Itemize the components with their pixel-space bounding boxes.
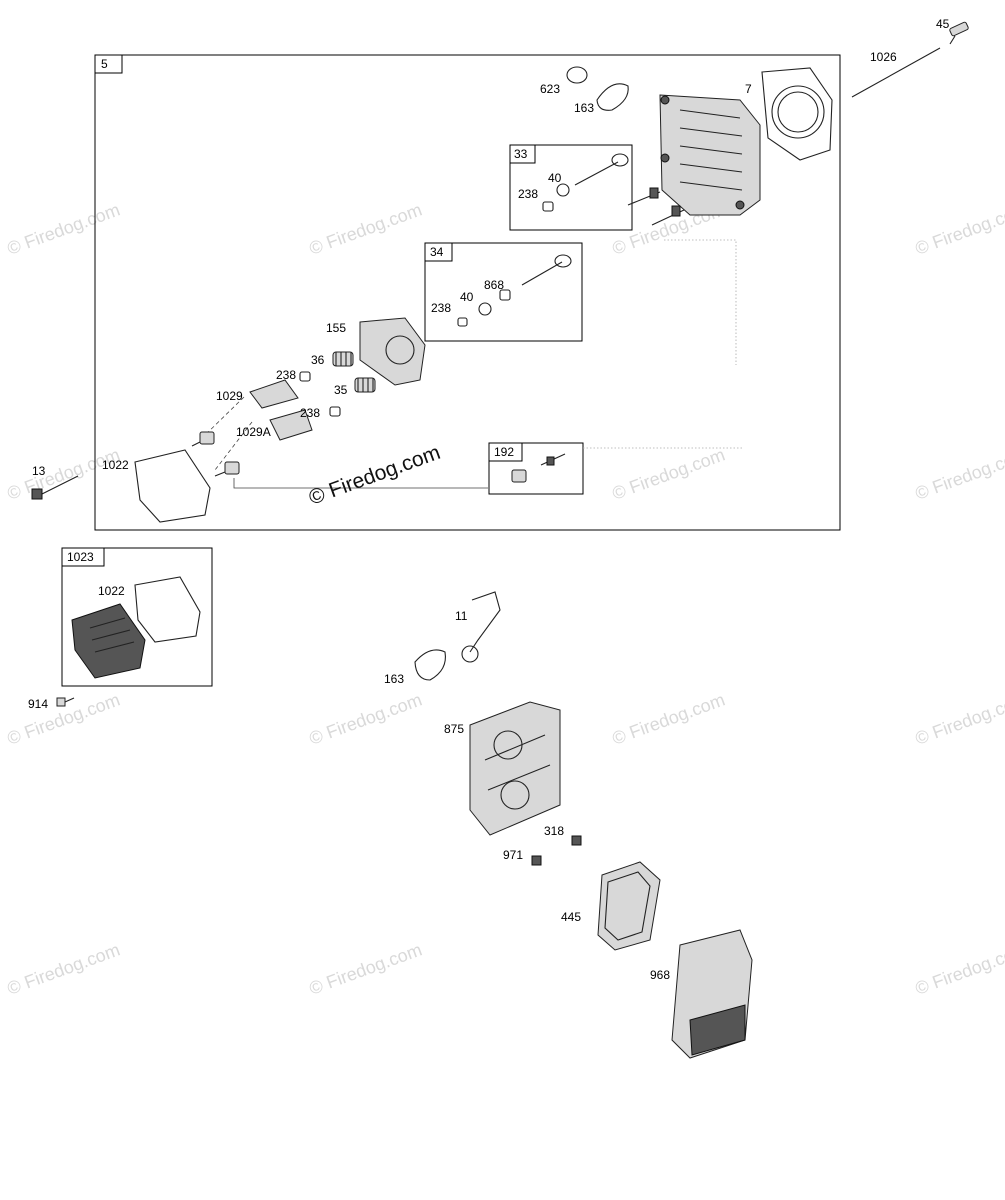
label-part-1022: 1022 (102, 458, 129, 472)
label-part-36: 36 (311, 353, 325, 367)
part-445-filter (597, 861, 661, 951)
label-part-1029: 1029 (216, 389, 243, 403)
part-45-pin (949, 21, 969, 45)
label-part-155: 155 (326, 321, 346, 335)
part-163-gasket (596, 83, 629, 111)
label-part-163: 163 (574, 101, 594, 115)
watermark: © Firedog.com (610, 689, 728, 748)
watermark: © Firedog.com (5, 444, 123, 503)
label-part-7: 7 (745, 82, 752, 96)
part-1023-valve-cover (71, 603, 146, 679)
part-7-head-gasket (761, 67, 833, 161)
watermark-main: © Firedog.com (306, 441, 444, 510)
part-36-spring (332, 351, 354, 367)
label-part-238: 238 (518, 187, 538, 201)
group-192-tag (488, 442, 523, 462)
label-part-11: 11 (455, 609, 468, 623)
part-875-air-cleaner-base (469, 701, 561, 836)
group-33-tag (509, 144, 536, 164)
label-part-238: 238 (276, 368, 296, 382)
label-part-40: 40 (548, 171, 562, 185)
part-11-breather-tube (461, 591, 501, 663)
label-part-914: 914 (28, 697, 48, 711)
group-5-tag (94, 54, 123, 74)
dashed-guide (214, 421, 253, 471)
part-914-screw (56, 697, 75, 707)
group-33-label: 33 (514, 147, 528, 161)
part-rocker-studs (191, 431, 240, 477)
group-5-frame (94, 54, 841, 531)
group-34-frame (424, 242, 583, 342)
label-part-875: 875 (444, 722, 464, 736)
watermark: © Firedog.com (5, 199, 123, 258)
label-part-163: 163 (384, 672, 404, 686)
part-cylinder-head (659, 94, 761, 216)
label-part-13: 13 (32, 464, 46, 478)
watermark: © Firedog.com (307, 939, 425, 998)
part-968-cover (671, 929, 753, 1059)
label-part-868: 868 (484, 278, 504, 292)
watermark: © Firedog.com (610, 444, 728, 503)
label-part-318: 318 (544, 824, 564, 838)
label-part-35: 35 (334, 383, 348, 397)
label-part-971: 971 (503, 848, 523, 862)
watermark: © Firedog.com (913, 199, 1005, 258)
part-1022-gasket (134, 449, 211, 523)
label-part-40: 40 (460, 290, 474, 304)
group-1023-tag (61, 547, 105, 567)
part-13-bolt (31, 475, 79, 500)
label-part-45: 45 (936, 17, 950, 31)
part-1029-rocker-arm (249, 379, 299, 409)
part-971-screw (531, 855, 542, 866)
part-34-valve-set (457, 254, 572, 327)
connector-line (233, 478, 488, 489)
group-192-label: 192 (494, 445, 514, 459)
part-238-cap (299, 371, 311, 382)
watermark: © Firedog.com (307, 689, 425, 748)
label-part-1022: 1022 (98, 584, 125, 598)
label-part-1026: 1026 (870, 50, 897, 64)
part-head-studs (627, 187, 685, 226)
group-33-frame (509, 144, 633, 231)
group-1023-label: 1023 (67, 550, 94, 564)
part-155-rocker-housing (359, 317, 426, 386)
watermark: © Firedog.com (5, 939, 123, 998)
part-33-valve-set (542, 153, 629, 212)
watermark: © Firedog.com (913, 939, 1005, 998)
part-1026-rod (851, 47, 941, 98)
part-1022-gasket (134, 576, 201, 643)
part-318-nut (571, 835, 582, 846)
label-part-238: 238 (300, 406, 320, 420)
part-163-gasket (414, 649, 446, 681)
watermark: © Firedog.com (307, 199, 425, 258)
part-35-spring (354, 377, 376, 393)
group-192-frame (488, 442, 584, 495)
label-part-445: 445 (561, 910, 581, 924)
group-34-tag (424, 242, 453, 262)
part-238-cap (329, 406, 341, 417)
part-1029a-rocker-arm (269, 409, 313, 441)
watermark-layer: © Firedog.com © Firedog.com © Firedog.co… (5, 199, 1005, 998)
group-34-label: 34 (430, 245, 444, 259)
label-part-238: 238 (431, 301, 451, 315)
watermark: © Firedog.com (913, 444, 1005, 503)
part-623-ring (566, 66, 588, 84)
watermark: © Firedog.com (913, 689, 1005, 748)
connector-line (664, 239, 737, 365)
group-5-label: 5 (101, 57, 108, 71)
label-part-1029a: 1029A (236, 425, 271, 439)
group-1023-frame (61, 547, 213, 687)
label-part-623: 623 (540, 82, 560, 96)
part-192-studs (511, 453, 566, 483)
label-part-968: 968 (650, 968, 670, 982)
